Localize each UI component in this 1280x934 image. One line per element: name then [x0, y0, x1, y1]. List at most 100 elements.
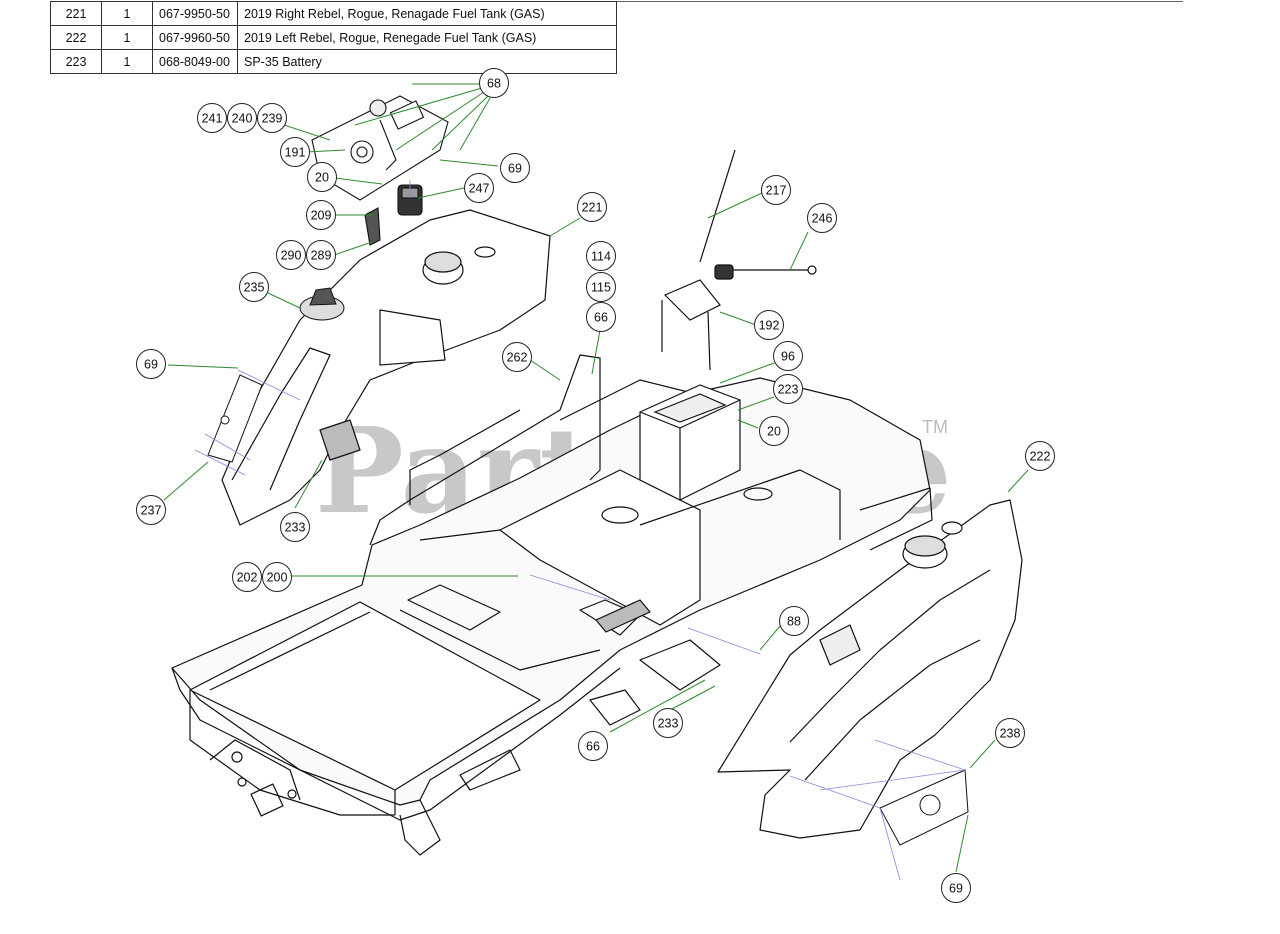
callout-bubble: [464, 173, 494, 203]
callout-bubble: [500, 153, 530, 183]
callout-200: 200: [262, 562, 292, 592]
watermark-trademark: TM: [922, 417, 948, 437]
callout-label: 241: [202, 112, 223, 126]
callout-246: 246: [807, 203, 837, 233]
callout-69: 69: [136, 349, 166, 379]
callout-bubble: [257, 103, 287, 133]
table-row: 222 1 067-9960-50 2019 Left Rebel, Rogue…: [50, 25, 617, 50]
callout-20: 20: [759, 416, 789, 446]
callout-bubble: [307, 162, 337, 192]
description-cell: SP-35 Battery: [237, 49, 617, 74]
qty-cell: 1: [101, 49, 153, 74]
side-shield-right: [879, 769, 969, 846]
callout-label: 115: [591, 281, 611, 295]
ref-cell: 221: [50, 1, 102, 26]
callout-label: 238: [1000, 727, 1021, 741]
fuel-tank-left: [717, 499, 1023, 839]
callouts: 68 241 240 239 191 69 20 247 209 290 289 217 221 246 1…: [136, 68, 1055, 903]
callout-bubble: [995, 718, 1025, 748]
callout-label: 289: [311, 249, 332, 263]
callout-bubble: [502, 342, 532, 372]
callout-235: 235: [239, 272, 269, 302]
main-frame: [171, 354, 933, 856]
callout-bubble: [759, 416, 789, 446]
callout-290: 290: [276, 240, 306, 270]
callout-247: 247: [464, 173, 494, 203]
ref-cell: 222: [50, 25, 102, 50]
qty-cell: 1: [101, 1, 153, 26]
callout-label: 191: [285, 146, 306, 160]
callout-label: 200: [267, 571, 288, 585]
callout-bubble: [754, 310, 784, 340]
callout-label: 247: [469, 182, 490, 196]
callout-114: 114: [586, 241, 616, 271]
callout-label: 69: [949, 882, 963, 896]
callout-66: 66: [586, 302, 616, 332]
callout-bubble: [1025, 441, 1055, 471]
parts-table: 221 1 067-9950-50 2019 Right Rebel, Rogu…: [50, 1, 617, 74]
callout-bubble: [306, 200, 336, 230]
callout-bubble: [761, 175, 791, 205]
callout-bubble: [586, 272, 616, 302]
callout-bubble: [262, 562, 292, 592]
callout-label: 66: [594, 311, 608, 325]
callout-239: 239: [257, 103, 287, 133]
callout-bubble: [653, 708, 683, 738]
callout-66: 66: [578, 731, 608, 761]
callout-bubble: [136, 495, 166, 525]
callout-69: 69: [500, 153, 530, 183]
callout-241: 241: [197, 103, 227, 133]
battery-hardware: [661, 149, 817, 371]
callout-bubble: [586, 241, 616, 271]
callout-bubble: [197, 103, 227, 133]
fuel-tank-right: [221, 209, 551, 526]
callout-label: 20: [315, 171, 329, 185]
callout-label: 209: [311, 209, 332, 223]
callout-bubble: [136, 349, 166, 379]
callout-label: 20: [767, 425, 781, 439]
table-rule: [617, 1, 1183, 2]
table-row: 223 1 068-8049-00 SP-35 Battery: [50, 49, 617, 74]
assembly-lines: [194, 180, 966, 881]
callout-233: 233: [653, 708, 683, 738]
callout-label: 233: [285, 521, 306, 535]
callout-label: 246: [812, 212, 833, 226]
callout-191: 191: [280, 137, 310, 167]
callout-222: 222: [1025, 441, 1055, 471]
callout-label: 69: [508, 162, 522, 176]
callout-bubble: [779, 606, 809, 636]
callout-bubble: [807, 203, 837, 233]
callout-69: 69: [941, 873, 971, 903]
callout-202: 202: [232, 562, 262, 592]
description-cell: 2019 Left Rebel, Rogue, Renegade Fuel Ta…: [237, 25, 617, 50]
part-number-cell: 068-8049-00: [152, 49, 238, 74]
leader-lines: [163, 83, 1029, 873]
callout-217: 217: [761, 175, 791, 205]
callout-240: 240: [227, 103, 257, 133]
callout-label: 237: [141, 504, 162, 518]
callout-bubble: [280, 512, 310, 542]
callout-233: 233: [280, 512, 310, 542]
callout-label: 96: [781, 350, 795, 364]
callout-289: 289: [306, 240, 336, 270]
callout-221: 221: [577, 192, 607, 222]
callout-bubble: [306, 240, 336, 270]
callout-88: 88: [779, 606, 809, 636]
battery: [639, 384, 741, 501]
callout-bubble: [276, 240, 306, 270]
callout-label: 69: [144, 358, 158, 372]
callout-label: 114: [591, 250, 611, 264]
callout-bubble: [232, 562, 262, 592]
callout-bubble: [941, 873, 971, 903]
callout-label: 222: [1030, 450, 1051, 464]
callout-label: 262: [507, 351, 528, 365]
callout-label: 240: [232, 112, 253, 126]
callout-68: 68: [479, 68, 509, 98]
callout-20: 20: [307, 162, 337, 192]
callout-96: 96: [773, 341, 803, 371]
callout-label: 66: [586, 740, 600, 754]
callout-192: 192: [754, 310, 784, 340]
callout-label: 235: [244, 281, 265, 295]
callout-label: 202: [237, 571, 258, 585]
